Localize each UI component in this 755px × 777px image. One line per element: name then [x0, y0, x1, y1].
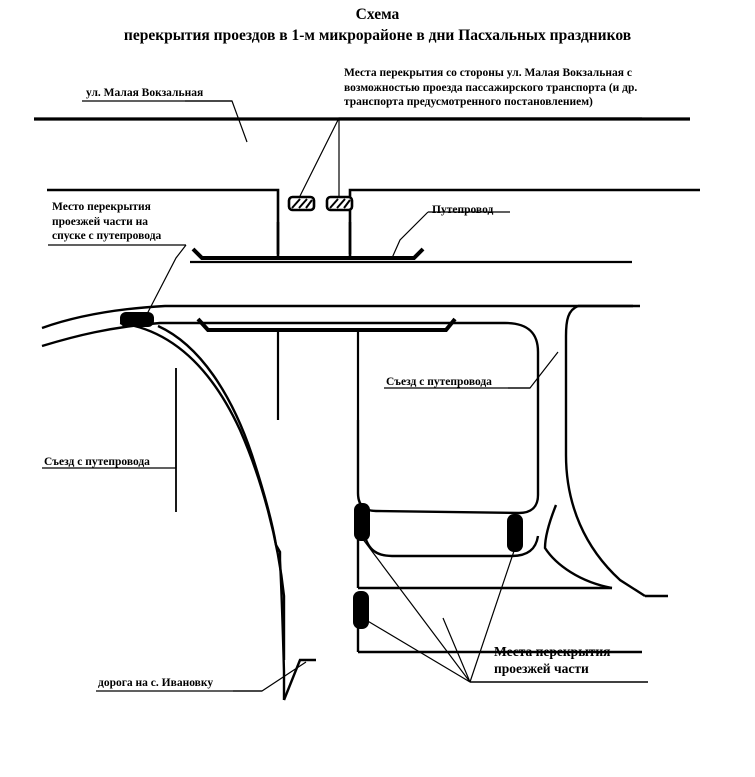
leader-overpass — [391, 211, 429, 259]
leader-road-to-ivanovka — [233, 661, 307, 692]
label-overpass: Путепровод — [432, 204, 494, 216]
leaders-closure-points-roadway — [361, 537, 516, 683]
leader-exit-overpass-center — [508, 351, 559, 389]
ramp-left-foot — [274, 544, 282, 560]
full-barrier-block-bottom — [353, 591, 369, 629]
block-center-bottom-band-upper — [375, 509, 520, 515]
block-center-bottom-band-lower — [362, 532, 540, 558]
label-road-to-ivanovka: дорога на с. Ивановку — [98, 677, 214, 689]
page-title: Схема перекрытия проездов в 1-м микрорай… — [0, 4, 755, 46]
label-exit-from-overpass-center: Съезд с путепровода — [386, 376, 492, 388]
leader-closure-on-descent — [145, 244, 187, 317]
label-street-malaya-vokzalnaya: ул. Малая Вокзальная — [86, 87, 204, 99]
passable-barrier-2 — [325, 195, 354, 212]
road-to-ivanovka-line — [282, 658, 316, 701]
ramp-left-inner — [157, 324, 278, 546]
title-line-1: Схема — [355, 6, 400, 23]
road-right-outer — [564, 304, 646, 598]
road-lower-boundary — [41, 321, 540, 353]
leader-passable-closure-left — [299, 117, 343, 197]
title-line-2: перекрытия проездов в 1-м микрорайоне в … — [123, 27, 632, 44]
full-barrier-descent — [120, 312, 154, 327]
full-barrier-block-left — [354, 503, 370, 541]
label-closure-points-note: Места перекрытия со стороны ул. Малая Во… — [344, 67, 638, 108]
label-closure-points-roadway: Места перекрытия проезжей части — [494, 644, 611, 676]
label-closure-on-descent: Место перекрытия проезжей части на спуск… — [52, 201, 162, 242]
leader-street-malaya-vokzalnaya — [185, 100, 248, 143]
block-center-left-edge — [356, 420, 377, 513]
full-barrier-block-right — [507, 514, 523, 552]
overpass-deck-upper — [191, 247, 425, 260]
road-right-inner — [543, 504, 613, 590]
label-exit-from-overpass-left: Съезд с путепровода — [44, 456, 150, 468]
ramp-left-outer — [119, 321, 286, 660]
road-upper-boundary — [41, 304, 633, 330]
overpass-deck-lower — [196, 317, 457, 332]
ramp-left-tail — [278, 559, 286, 700]
passable-barrier-1 — [287, 195, 316, 212]
block-center-top-right-edge — [518, 352, 540, 515]
block-right-outline — [348, 188, 700, 254]
